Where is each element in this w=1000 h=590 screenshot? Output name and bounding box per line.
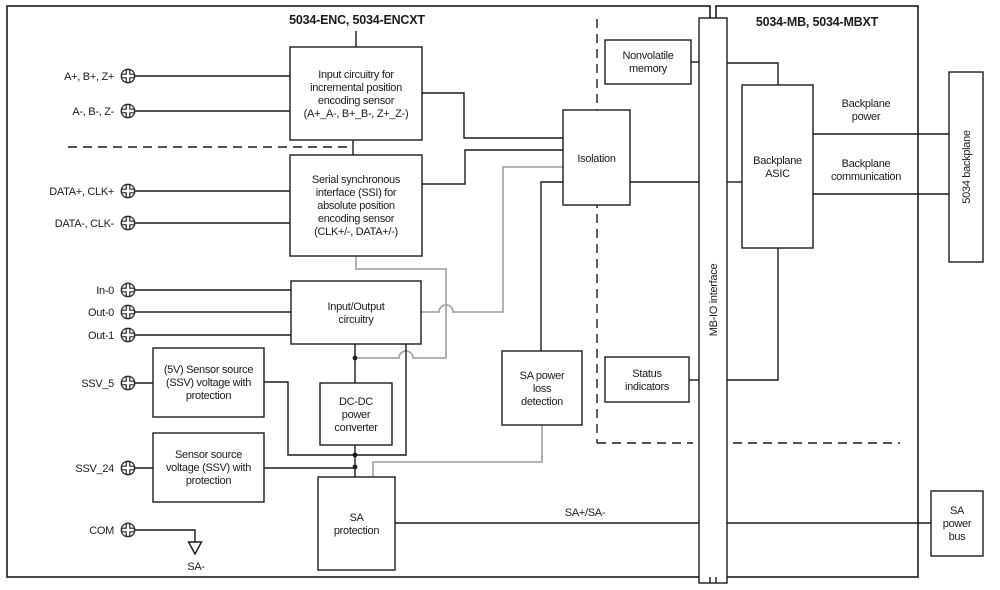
block-dcdc-converter — [319, 382, 393, 446]
block-label-mb-io-interface: MB-IO interface — [708, 264, 720, 337]
terminal-icon-a-plus — [120, 68, 136, 84]
wire-ssv5-to-io — [264, 344, 407, 456]
terminal-label-ssv24: SSV_24 — [75, 463, 114, 475]
block-label-5034-backplane: 5034 backplane — [961, 130, 973, 204]
label-sa-minus: SA- — [187, 561, 205, 573]
block-isolation — [562, 109, 631, 206]
terminal-icon-ssv24 — [120, 460, 136, 476]
left-module-title: 5034-ENC, 5034-ENCXT — [289, 13, 425, 27]
wire-mbio-to-asic-top — [727, 62, 779, 85]
block-backplane-asic — [741, 84, 814, 249]
terminal-icon-ssv5 — [120, 375, 136, 391]
mbio-bottom-notch — [709, 577, 717, 583]
terminal-icon-a-minus — [120, 103, 136, 119]
terminal-label-out0: Out-0 — [88, 307, 114, 319]
terminals — [120, 68, 136, 538]
junction-dot — [352, 464, 358, 470]
block-input-circuitry — [289, 46, 423, 141]
block-ssi — [289, 154, 423, 257]
wire-ssi-to-isolation — [422, 149, 563, 185]
gray-wire-sa-loss-to-sa-protection — [372, 425, 543, 477]
terminal-icon-out0 — [120, 304, 136, 320]
gray-wire-isolation-to-io — [421, 166, 563, 313]
block-io-circuitry — [290, 280, 422, 345]
gray-wire-ssi-power — [355, 253, 447, 359]
label-sa-bus-line: SA+/SA- — [565, 507, 606, 519]
right-module-title: 5034-MB, 5034-MBXT — [756, 15, 879, 29]
terminal-icon-data-minus — [120, 215, 136, 231]
block-sa-protection — [317, 476, 396, 571]
terminal-icon-com — [120, 522, 136, 538]
block-5034-backplane — [948, 71, 984, 263]
block-ssv5 — [152, 347, 265, 418]
terminal-label-a-plus: A+, B+, Z+ — [64, 71, 114, 83]
terminal-label-ssv5: SSV_5 — [81, 378, 114, 390]
wire-isolation-to-sa-loss — [540, 181, 563, 351]
block-nonvolatile-memory — [604, 39, 692, 85]
block-sa-power-bus — [930, 490, 984, 557]
terminal-icon-in0 — [120, 282, 136, 298]
junction-dot — [352, 355, 358, 361]
block-mb-io-interface — [698, 17, 728, 584]
terminal-label-out1: Out-1 — [88, 330, 114, 342]
terminal-label-a-minus: A-, B-, Z- — [72, 106, 114, 118]
terminal-icon-out1 — [120, 327, 136, 343]
wire-incremental-to-isolation — [422, 92, 563, 139]
terminal-label-com: COM — [89, 525, 114, 537]
wire-asic-bottom-to-mbio — [727, 248, 779, 381]
terminal-label-in0: In-0 — [96, 285, 114, 297]
block-ssv24 — [152, 432, 265, 503]
block-sa-power-loss — [501, 350, 583, 426]
terminal-icon-data-plus — [120, 183, 136, 199]
terminal-label-data-plus: DATA+, CLK+ — [49, 186, 114, 198]
terminal-label-data-minus: DATA-, CLK- — [55, 218, 115, 230]
block-status-indicators — [604, 356, 690, 403]
block-label-isolation: Isolation — [577, 153, 615, 165]
junction-dot — [352, 452, 358, 458]
wire-com — [135, 529, 196, 542]
ground-symbol — [187, 541, 203, 556]
